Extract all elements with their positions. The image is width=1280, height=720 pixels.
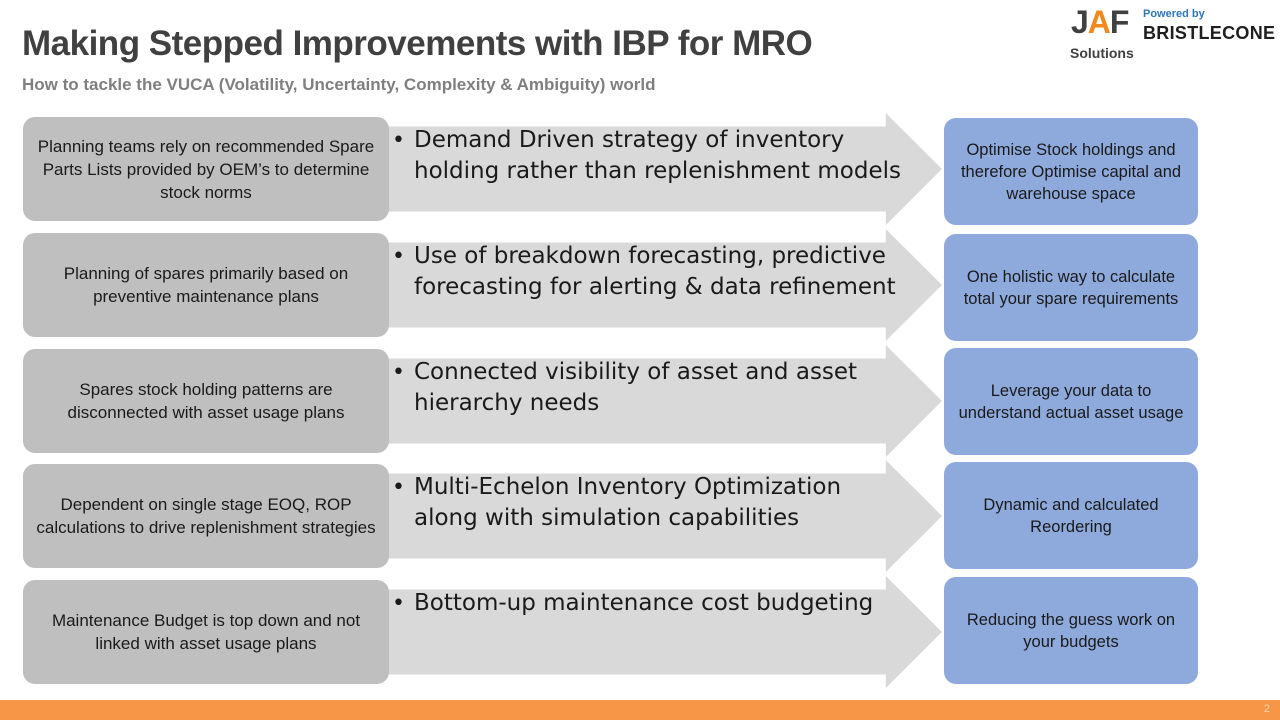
- approach-label: Bottom-up maintenance cost budgeting: [414, 590, 874, 616]
- outcome-box: Leverage your data to understand actual …: [944, 348, 1198, 455]
- page-number: 2: [1263, 703, 1270, 715]
- logo-letter-a: A: [1087, 4, 1111, 40]
- approach-label: Use of breakdown forecasting, predictive…: [414, 243, 896, 300]
- challenge-box: Dependent on single stage EOQ, ROP calcu…: [23, 464, 389, 568]
- footer-bar: 2: [0, 700, 1280, 720]
- logo-brand-text: BRISTLECONE: [1143, 23, 1276, 43]
- logo-letter-f: F: [1109, 4, 1130, 40]
- approach-label: Multi-Echelon Inventory Optimization alo…: [414, 474, 842, 531]
- logo-letter-j: J: [1071, 4, 1089, 40]
- logo-powered-by-text: Powered by: [1143, 8, 1205, 20]
- outcome-box: Optimise Stock holdings and therefore Op…: [944, 118, 1198, 225]
- improvement-row-1: • Demand Driven strategy of inventory ho…: [0, 113, 1280, 225]
- approach-arrow: [380, 345, 942, 457]
- improvement-row-4: • Multi-Echelon Inventory Optimization a…: [0, 460, 1280, 572]
- improvement-row-2: • Use of breakdown forecasting, predicti…: [0, 229, 1280, 341]
- improvement-row-3: • Connected visibility of asset and asse…: [0, 345, 1280, 457]
- company-logo: JAF Solutions Powered by BRISTLECONE: [1068, 4, 1275, 62]
- approach-arrow: [380, 460, 942, 572]
- slide-subtitle: How to tackle the VUCA (Volatility, Unce…: [22, 75, 656, 94]
- approach-text: • Use of breakdown forecasting, predicti…: [392, 241, 907, 303]
- approach-text: • Bottom-up maintenance cost budgeting: [392, 588, 907, 619]
- approach-text: • Connected visibility of asset and asse…: [392, 357, 907, 419]
- approach-label: Connected visibility of asset and asset …: [414, 359, 858, 416]
- challenge-box: Maintenance Budget is top down and not l…: [23, 580, 389, 684]
- bullet-icon: •: [392, 360, 405, 385]
- challenge-box: Spares stock holding patterns are discon…: [23, 349, 389, 453]
- jaf-logo-mark: JAF: [1071, 4, 1130, 41]
- bullet-icon: •: [392, 244, 405, 269]
- outcome-box: Reducing the guess work on your budgets: [944, 577, 1198, 684]
- approach-label: Demand Driven strategy of inventory hold…: [414, 127, 901, 184]
- challenge-box: Planning of spares primarily based on pr…: [23, 233, 389, 337]
- logo-solutions-text: Solutions: [1070, 45, 1134, 61]
- approach-arrow: [380, 229, 942, 341]
- outcome-box: Dynamic and calculated Reordering: [944, 462, 1198, 569]
- bullet-icon: •: [392, 475, 405, 500]
- approach-text: • Demand Driven strategy of inventory ho…: [392, 125, 907, 187]
- approach-arrow: [380, 113, 942, 225]
- improvement-row-5: • Bottom-up maintenance cost budgeting M…: [0, 576, 1280, 688]
- bullet-icon: •: [392, 128, 405, 153]
- slide-title: Making Stepped Improvements with IBP for…: [22, 24, 813, 63]
- outcome-box: One holistic way to calculate total your…: [944, 234, 1198, 341]
- approach-arrow: [380, 576, 942, 688]
- challenge-box: Planning teams rely on recommended Spare…: [23, 117, 389, 221]
- approach-text: • Multi-Echelon Inventory Optimization a…: [392, 472, 907, 534]
- bullet-icon: •: [392, 591, 405, 616]
